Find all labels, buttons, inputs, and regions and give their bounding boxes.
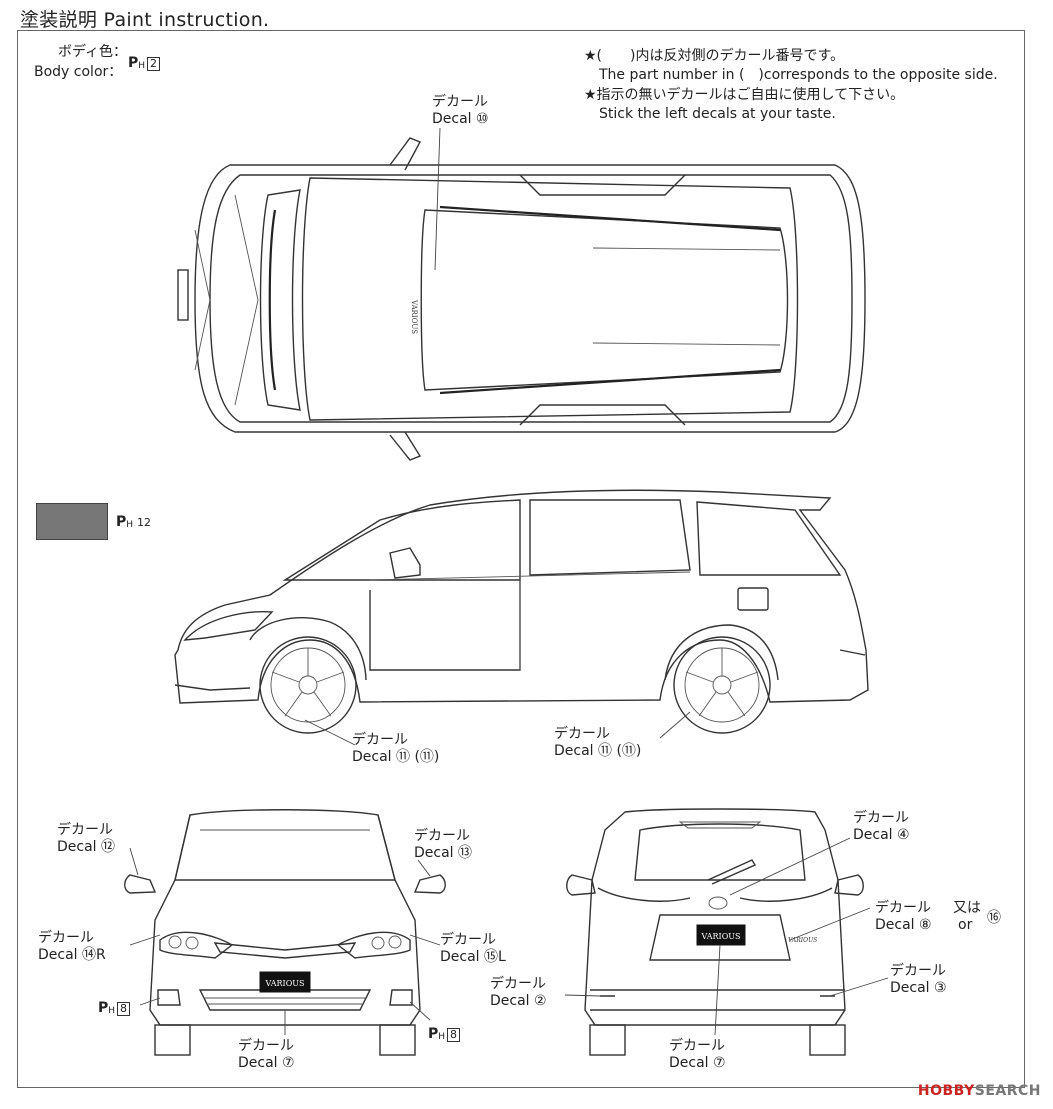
watermark-logo: HOBBYSEARCH [917,1083,1041,1099]
note-line1-en: The part number in ( )corresponds to the… [599,67,998,83]
page-title: 塗装説明 Paint instruction. [20,9,270,31]
paint-swatch [36,503,108,540]
decal-label-rear-plate: デカール Decal ⑦ [669,1038,726,1071]
decal-label-front-wheel: デカール Decal ⑪ (⑪) [352,732,440,765]
decal-label-rear-emblem: デカール Decal ⑧ [875,900,932,933]
decal-number-front-mirror-left: ⑫ [101,839,116,855]
front-view-car: VARIOUS [124,809,446,1056]
note-line1-jp: ★( )内は反対側のデカール番号です。 [584,48,845,64]
paint-number: 2 [147,57,161,71]
decal-label-front-headlight-left: デカール Decal ⑮L [440,932,506,965]
decal-number-front-mirror-right: ⑬ [458,845,473,861]
top-view-car: VARIOUS [177,137,866,461]
diagram-frame [17,30,1025,1088]
side-view-car [174,489,869,746]
decal-number-roof: ⑩ [476,111,489,127]
note-line2-jp: ★指示の無いデカールはご自由に使用して下さい。 [584,87,905,103]
rear-emblem-text: VARIOUS [788,937,817,944]
decal-number-rear-lower-left: ② [534,993,547,1009]
note-line2-en: Stick the left decals at your taste. [599,106,836,122]
decal-or-label: 又は or [953,900,981,933]
decal-label-rear-lower-right: デカール Decal ③ [890,963,947,996]
decal-number-rear-emblem-alt: ⑯ [987,910,1001,926]
decal-label-rear-lower-left: デカール Decal ② [490,976,547,1009]
roof-logo-text: VARIOUS [410,299,418,334]
decal-label-rear-wheel: デカール Decal ⑪ (⑪) [554,726,642,759]
body-color-label-jp: ボディ色： [58,44,128,60]
decal-number-front-headlight-left: ⑮L [484,949,506,965]
decal-label-front-mirror-left: デカール Decal ⑫ [57,822,116,855]
decal-number-rear-wheel: ⑪ (⑪) [598,743,642,759]
decal-number-rear-plate: ⑦ [713,1055,726,1071]
decal-number-rear-emblem: ⑧ [919,917,932,933]
front-plate-text: VARIOUS [265,979,305,988]
decal-number-front-wheel: ⑪ (⑪) [396,749,440,765]
paint-sub: H [138,61,146,71]
decal-number-front-headlight-right: ⑭R [82,947,106,963]
body-color-label-en: Body color： [34,64,123,80]
decal-label-front-plate: デカール Decal ⑦ [238,1038,295,1071]
decal-label-rear-window: デカール Decal ④ [853,810,910,843]
paint-prefix: P [128,55,139,71]
decal-label-roof: デカール Decal ⑩ [432,94,489,127]
decal-label-front-mirror-right: デカール Decal ⑬ [414,828,473,861]
decal-number-front-plate: ⑦ [282,1055,295,1071]
decal-number-rear-lower-right: ③ [934,980,947,996]
decal-label-front-headlight-right: デカール Decal ⑭R [38,930,106,963]
decal-number-rear-window: ④ [897,827,910,843]
rear-plate-text: VARIOUS [701,932,741,941]
rear-view-car: VARIOUS VARIOUS [434,127,889,1056]
